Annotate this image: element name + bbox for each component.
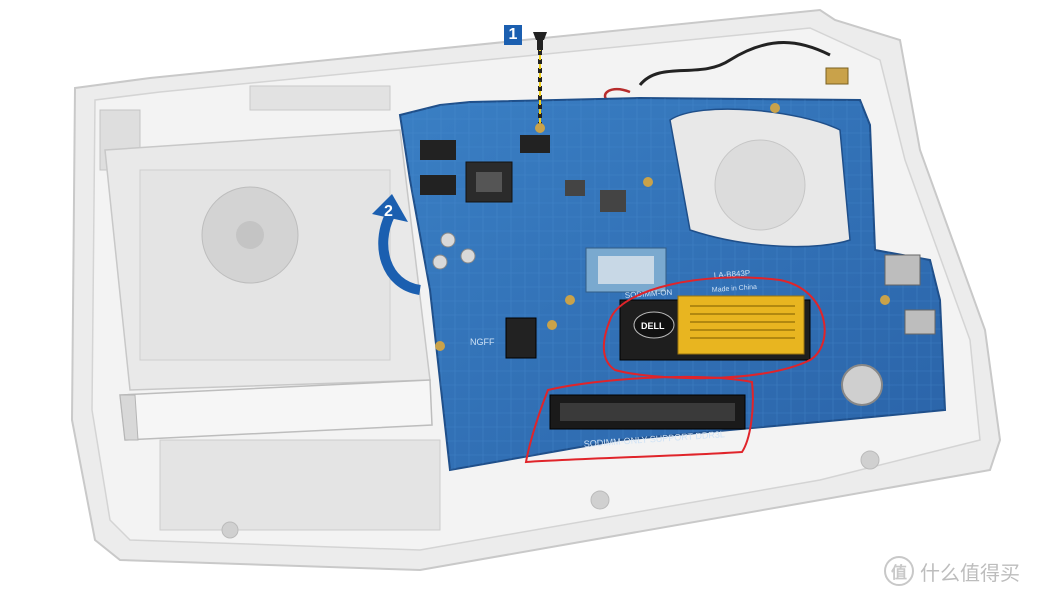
model-label: LA-B843P bbox=[714, 268, 751, 280]
watermark-logo-icon: 值 bbox=[884, 556, 914, 586]
made-in-label: Made in China bbox=[712, 284, 758, 294]
dell-logo-label: DELL bbox=[641, 321, 665, 331]
step1-badge: 1 bbox=[504, 25, 522, 45]
step1-screw bbox=[533, 32, 547, 133]
step2-lift-arrow-icon: 2 bbox=[372, 194, 422, 295]
step2-number: 2 bbox=[384, 203, 393, 220]
watermark-text: 什么值得买 bbox=[920, 560, 1020, 585]
annotation-circles bbox=[524, 276, 826, 464]
site-watermark: 值 什么值得买 bbox=[884, 556, 1020, 586]
ngff-label: NGFF bbox=[470, 337, 495, 347]
